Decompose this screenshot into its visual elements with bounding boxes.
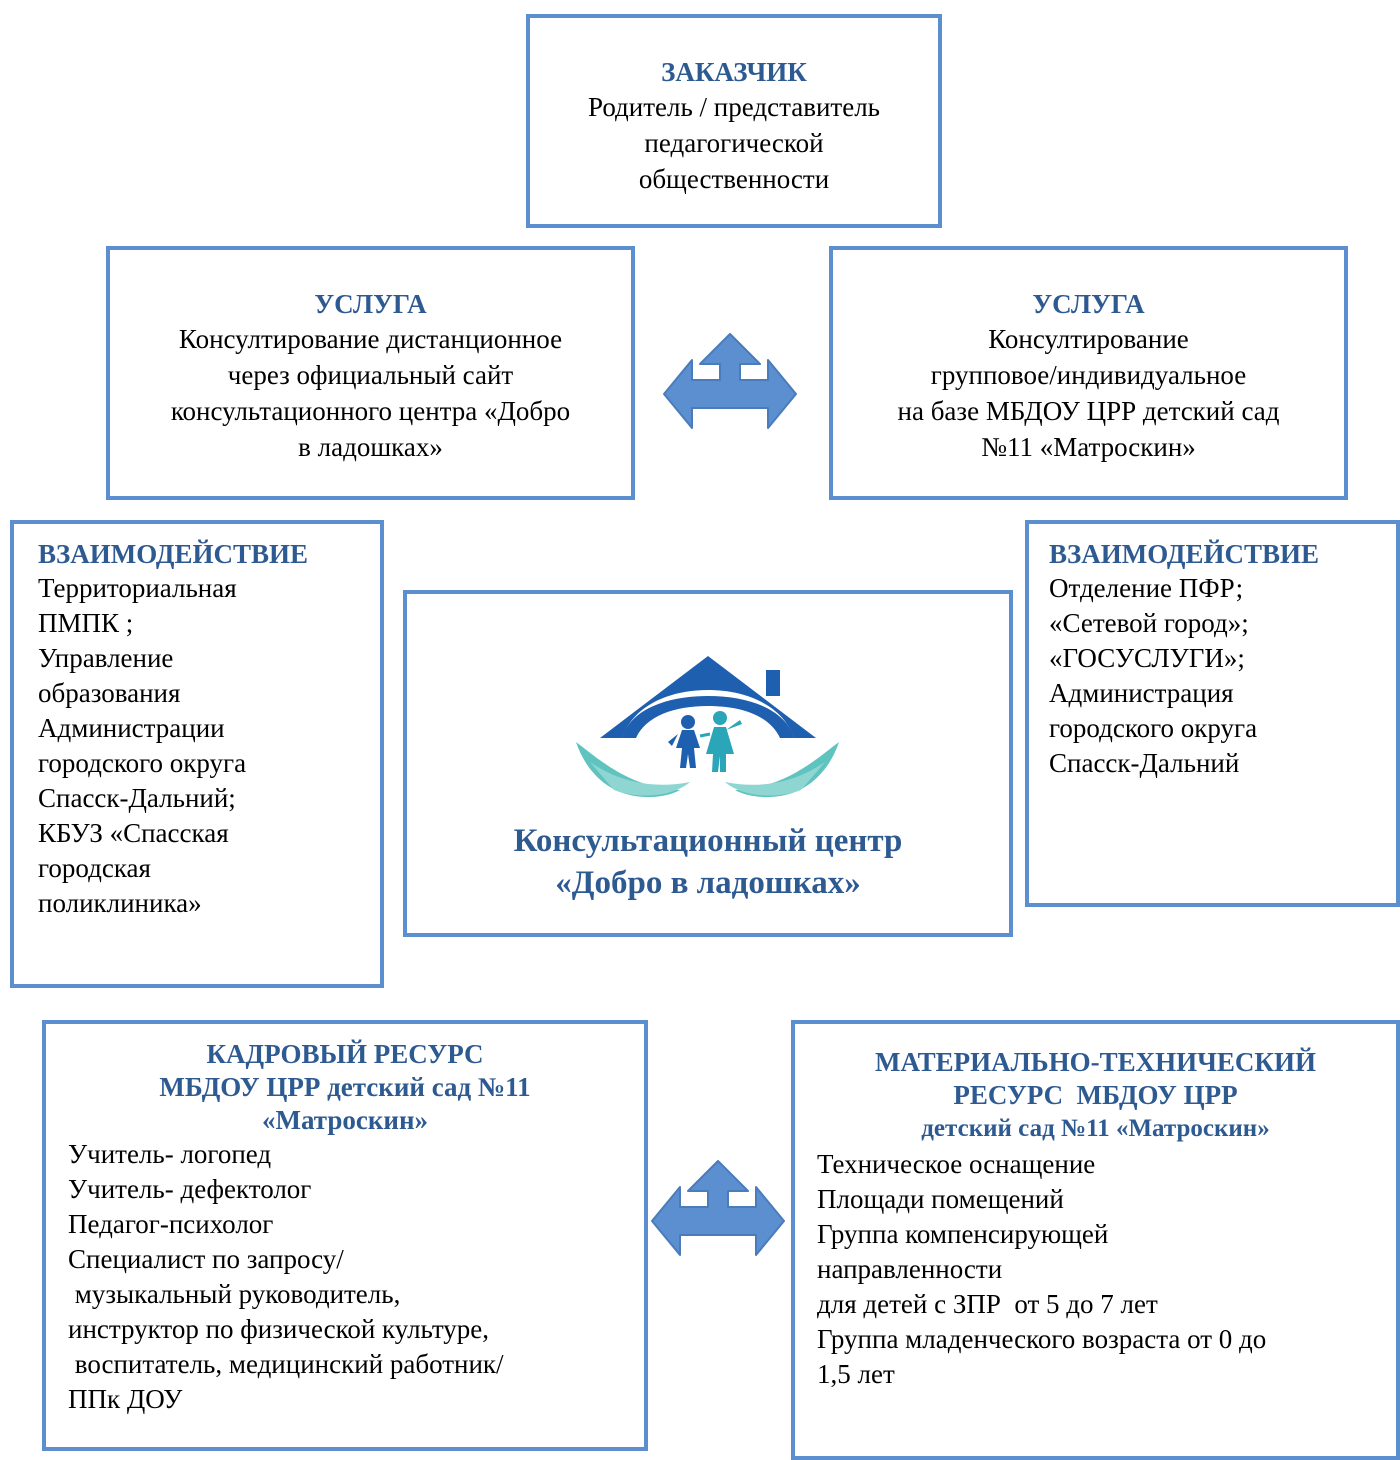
material-title-line: РЕСУРС МБДОУ ЦРР <box>953 1080 1238 1110</box>
material-title-line: МАТЕРИАЛЬНО-ТЕХНИЧЕСКИЙ <box>874 1047 1316 1077</box>
interaction-left-title: ВЗАИМОДЕЙСТВИЕ <box>38 539 309 569</box>
interaction-left-line: Спасск-Дальний; <box>38 783 236 813</box>
service-online-line: Консултирование дистанционное <box>178 324 563 354</box>
staff-title-line: «Матроскин» <box>261 1105 429 1135</box>
staff-list: Учитель- логопед Учитель- дефектолог Пед… <box>68 1137 644 1417</box>
interaction-left-line: ПМПК ; <box>38 608 134 638</box>
customer-line: общественности <box>638 164 830 194</box>
service-online-line: консультационного центра «Добро <box>170 396 571 426</box>
center-title-line: «Добро в ладошках» <box>555 865 861 901</box>
list-item: Техническое оснащение <box>817 1149 1096 1179</box>
interaction-left-line: Администрации <box>38 713 225 743</box>
interaction-left-line: Управление <box>38 643 174 673</box>
material-resource-box: МАТЕРИАЛЬНО-ТЕХНИЧЕСКИЙ РЕСУРС МБДОУ ЦРР… <box>791 1020 1400 1460</box>
service-online-line: через официальный сайт <box>227 360 514 390</box>
interaction-right-line: «ГОСУСЛУГИ»; <box>1049 643 1245 673</box>
three-way-arrow-icon <box>663 333 797 429</box>
service-onsite-box: УСЛУГА Консултирование групповое/индивид… <box>829 246 1348 500</box>
interaction-left-box: ВЗАИМОДЕЙСТВИЕ Территориальная ПМПК ; Уп… <box>10 520 384 988</box>
list-item: музыкальный руководитель, <box>68 1279 401 1309</box>
customer-line: педагогической <box>644 128 824 158</box>
staff-title-line: МБДОУ ЦРР детский сад №11 <box>159 1072 531 1102</box>
material-title-line: детский сад №11 «Матроскин» <box>921 1115 1270 1142</box>
service-onsite-line: на базе МБДОУ ЦРР детский сад <box>897 396 1280 426</box>
list-item: 1,5 лет <box>817 1359 895 1389</box>
interaction-left-line: Территориальная <box>38 573 237 603</box>
interaction-right-line: городского округа <box>1049 713 1258 743</box>
service-onsite-line: Консултирование <box>988 324 1189 354</box>
center-box: Консультационный центр «Добро в ладошках… <box>403 590 1013 937</box>
service-online-line: в ладошках» <box>298 432 443 462</box>
interaction-right-line: Отделение ПФР; <box>1049 573 1244 603</box>
list-item: Группа младенческого возраста от 0 до <box>817 1324 1267 1354</box>
service-onsite-title: УСЛУГА <box>1032 289 1145 319</box>
list-item: инструктор по физической культуре, <box>68 1314 490 1344</box>
service-onsite-line: №11 «Матроскин» <box>981 432 1196 462</box>
customer-line: Родитель / представитель <box>587 92 880 122</box>
customer-box: ЗАКАЗЧИК Родитель / представитель педаго… <box>526 14 942 228</box>
service-online-box: УСЛУГА Консултирование дистанционное чер… <box>106 246 635 500</box>
list-item: Учитель- логопед <box>68 1139 272 1169</box>
list-item: направленности <box>817 1254 1003 1284</box>
interaction-right-line: «Сетевой город»; <box>1049 608 1249 638</box>
interaction-right-line: Администрация <box>1049 678 1234 708</box>
interaction-left-line: образования <box>38 678 181 708</box>
list-item: Группа компенсирующей <box>817 1219 1109 1249</box>
interaction-left-line: поликлиника» <box>38 888 202 918</box>
interaction-right-title: ВЗАИМОДЕЙСТВИЕ <box>1049 539 1320 569</box>
service-online-title: УСЛУГА <box>314 289 427 319</box>
interaction-left-line: городского округа <box>38 748 247 778</box>
list-item: ППк ДОУ <box>68 1384 183 1414</box>
list-item: для детей с ЗПР от 5 до 7 лет <box>817 1289 1158 1319</box>
house-hands-children-logo-icon <box>576 656 839 798</box>
list-item: Площади помещений <box>817 1184 1064 1214</box>
list-item: Специалист по запросу/ <box>68 1244 344 1274</box>
interaction-left-line: городская <box>38 853 151 883</box>
interaction-right-line: Спасск-Дальний <box>1049 748 1240 778</box>
material-list: Техническое оснащение Площади помещений … <box>817 1147 1396 1392</box>
customer-title: ЗАКАЗЧИК <box>661 57 807 87</box>
staff-title-line: КАДРОВЫЙ РЕСУРС <box>206 1039 484 1069</box>
interaction-right-box: ВЗАИМОДЕЙСТВИЕ Отделение ПФР; «Сетевой г… <box>1025 520 1400 907</box>
center-title-line: Консультационный центр <box>513 823 903 859</box>
list-item: Педагог-психолог <box>68 1209 274 1239</box>
three-way-arrow-icon <box>651 1160 785 1256</box>
list-item: Учитель- дефектолог <box>68 1174 312 1204</box>
staff-resource-box: КАДРОВЫЙ РЕСУРС МБДОУ ЦРР детский сад №1… <box>42 1020 648 1451</box>
list-item: воспитатель, медицинский работник/ <box>68 1349 504 1379</box>
interaction-left-line: КБУЗ «Спасская <box>38 818 229 848</box>
service-onsite-line: групповое/индивидуальное <box>930 360 1247 390</box>
